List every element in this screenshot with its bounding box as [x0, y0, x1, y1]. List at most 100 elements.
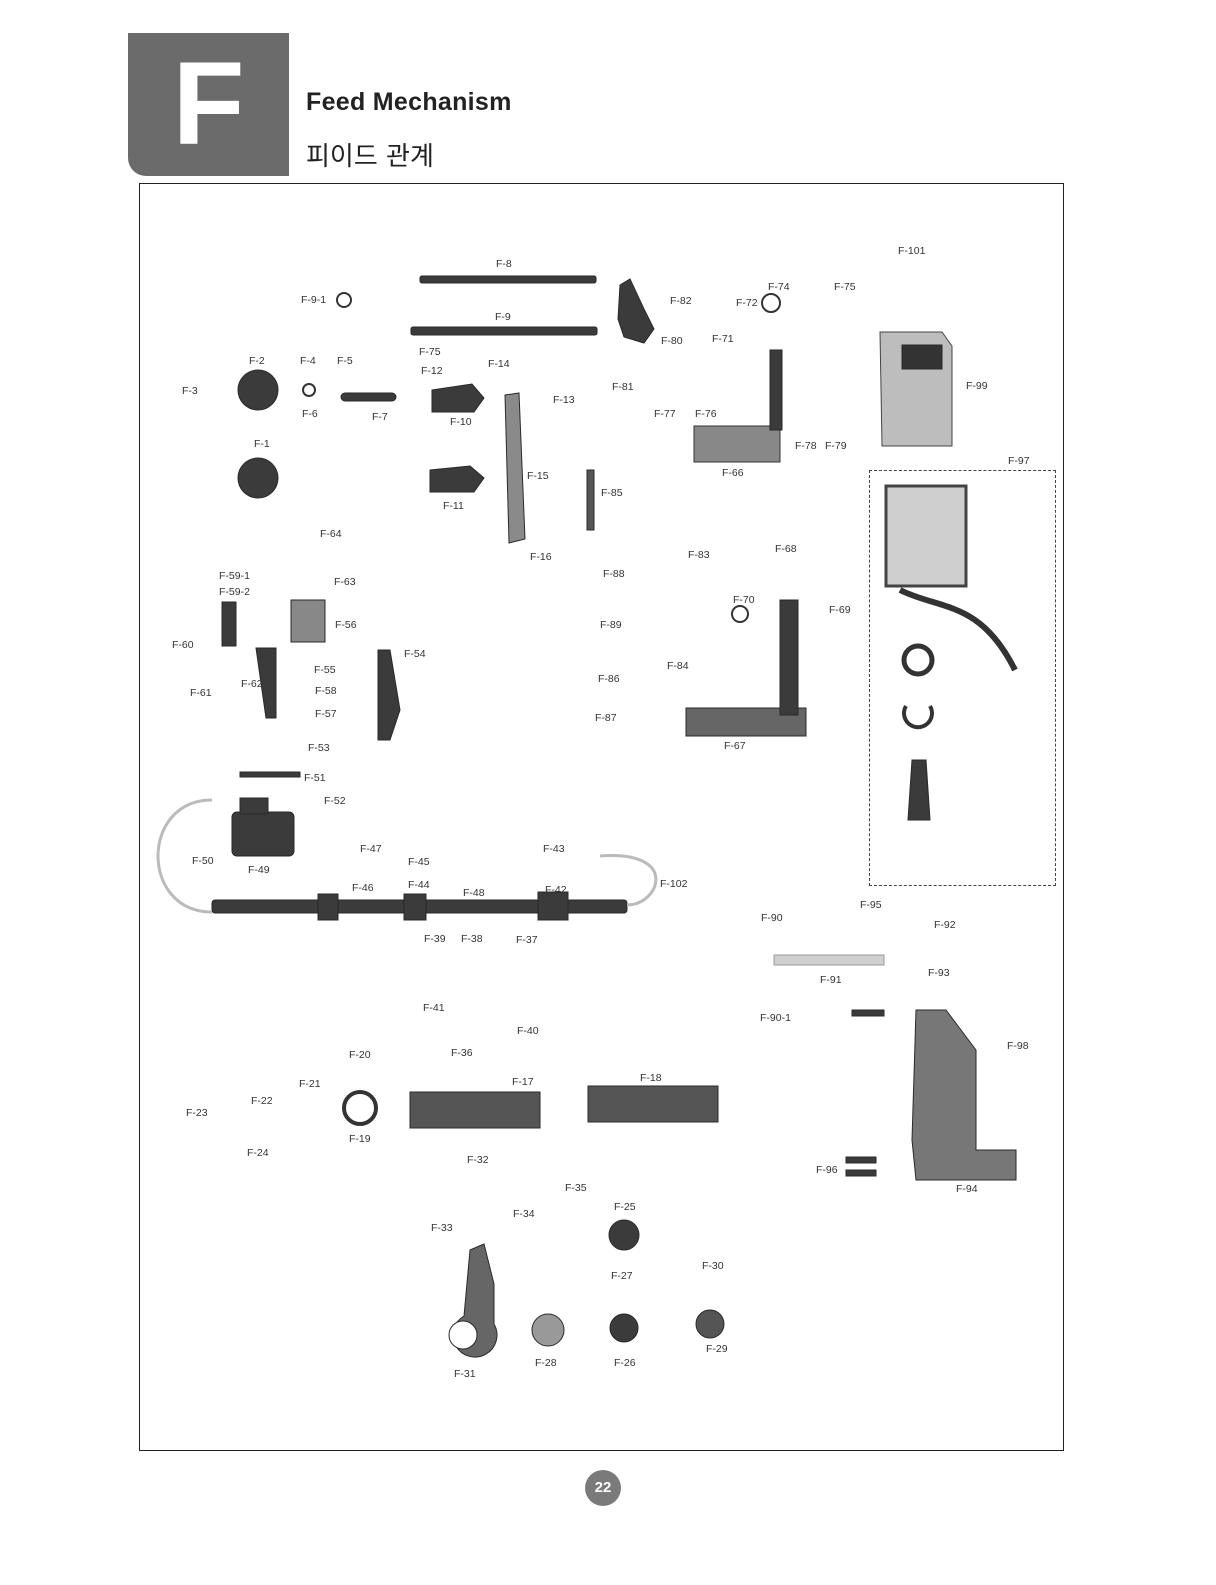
label-f-60: F-60	[172, 639, 194, 651]
label-f-91: F-91	[820, 974, 842, 986]
label-f-44: F-44	[408, 879, 430, 891]
label-f-77: F-77	[654, 408, 676, 420]
label-f-45: F-45	[408, 856, 430, 868]
label-f-46: F-46	[352, 882, 374, 894]
label-f-74: F-74	[768, 281, 790, 293]
label-f-61: F-61	[190, 687, 212, 699]
label-f-28: F-28	[535, 1357, 557, 1369]
label-f-26: F-26	[614, 1357, 636, 1369]
label-f-49: F-49	[248, 864, 270, 876]
label-f-92: F-92	[934, 919, 956, 931]
label-f-23: F-23	[186, 1107, 208, 1119]
label-f-66: F-66	[722, 467, 744, 479]
label-f-11: F-11	[443, 500, 464, 512]
label-f-85: F-85	[601, 487, 623, 499]
label-f-32: F-32	[467, 1154, 489, 1166]
label-f-31: F-31	[454, 1368, 476, 1380]
label-f-4: F-4	[300, 355, 316, 367]
section-tab: F	[128, 33, 289, 176]
label-f-97: F-97	[1008, 455, 1030, 467]
label-f-36: F-36	[451, 1047, 473, 1059]
solenoid-assembly-box	[869, 470, 1056, 886]
label-f-6: F-6	[302, 408, 318, 420]
label-f-33: F-33	[431, 1222, 453, 1234]
label-f-79: F-79	[825, 440, 847, 452]
label-f-69: F-69	[829, 604, 851, 616]
label-f-41: F-41	[423, 1002, 445, 1014]
label-f-25: F-25	[614, 1201, 636, 1213]
label-f-67: F-67	[724, 740, 746, 752]
label-f-53: F-53	[308, 742, 330, 754]
label-f-52: F-52	[324, 795, 346, 807]
label-f-19: F-19	[349, 1133, 371, 1145]
label-f-71: F-71	[712, 333, 734, 345]
label-f-86: F-86	[598, 673, 620, 685]
label-f-12: F-12	[421, 365, 443, 377]
label-f-20: F-20	[349, 1049, 371, 1061]
label-f-82: F-82	[670, 295, 692, 307]
label-f-88: F-88	[603, 568, 625, 580]
label-f-54: F-54	[404, 648, 426, 660]
label-f-22: F-22	[251, 1095, 273, 1107]
label-f-98: F-98	[1007, 1040, 1029, 1052]
label-f-18: F-18	[640, 1072, 662, 1084]
label-f-16: F-16	[530, 551, 552, 563]
label-f-17: F-17	[512, 1076, 534, 1088]
label-f-78: F-78	[795, 440, 817, 452]
label-f-34: F-34	[513, 1208, 535, 1220]
page-number: 22	[585, 1470, 621, 1506]
label-f-58: F-58	[315, 685, 337, 697]
label-f-63: F-63	[334, 576, 356, 588]
section-letter: F	[172, 38, 245, 170]
label-f-3: F-3	[182, 385, 198, 397]
label-f-7: F-7	[372, 411, 388, 423]
label-f-83: F-83	[688, 549, 710, 561]
label-f-90: F-90	[761, 912, 783, 924]
label-f-8: F-8	[496, 258, 512, 270]
label-f-1: F-1	[254, 438, 270, 450]
label-f-14: F-14	[488, 358, 510, 370]
label-f-21: F-21	[299, 1078, 321, 1090]
label-f-94: F-94	[956, 1183, 978, 1195]
label-f-95: F-95	[860, 899, 882, 911]
label-f-68: F-68	[775, 543, 797, 555]
label-f-9: F-9	[495, 311, 511, 323]
page-title-korean: 피이드 관계	[306, 142, 434, 172]
label-f-43: F-43	[543, 843, 565, 855]
label-f-9-1: F-9-1	[301, 294, 327, 306]
label-f-90-1: F-90-1	[760, 1012, 791, 1024]
label-f-62: F-62	[241, 678, 263, 690]
label-f-102: F-102	[660, 878, 688, 890]
label-f-76: F-76	[695, 408, 717, 420]
label-f-39: F-39	[424, 933, 446, 945]
label-f-89: F-89	[600, 619, 622, 631]
label-f-30: F-30	[702, 1260, 724, 1272]
label-f-57: F-57	[315, 708, 337, 720]
parts-diagram-frame	[139, 183, 1064, 1451]
label-f-51: F-51	[304, 772, 326, 784]
label-f-70: F-70	[733, 594, 755, 606]
label-f-56: F-56	[335, 619, 357, 631]
label-f-59-1: F-59-1	[219, 570, 250, 582]
label-f-35: F-35	[565, 1182, 587, 1194]
label-f-37: F-37	[516, 934, 538, 946]
label-f-50: F-50	[192, 855, 214, 867]
page-title-english: Feed Mechanism	[306, 88, 512, 116]
label-f-84: F-84	[667, 660, 689, 672]
label-f-15: F-15	[527, 470, 549, 482]
label-f-29: F-29	[706, 1343, 728, 1355]
label-f-96: F-96	[816, 1164, 838, 1176]
label-f-64: F-64	[320, 528, 342, 540]
label-f-81: F-81	[612, 381, 634, 393]
label-f-27: F-27	[611, 1270, 633, 1282]
label-f-24: F-24	[247, 1147, 269, 1159]
label-f-75: F-75	[419, 346, 441, 358]
label-f-55: F-55	[314, 664, 336, 676]
label-f-93: F-93	[928, 967, 950, 979]
label-f-101: F-101	[898, 245, 926, 257]
label-f-2: F-2	[249, 355, 265, 367]
label-f-59-2: F-59-2	[219, 586, 250, 598]
label-f-99: F-99	[966, 380, 988, 392]
label-f-80: F-80	[661, 335, 683, 347]
